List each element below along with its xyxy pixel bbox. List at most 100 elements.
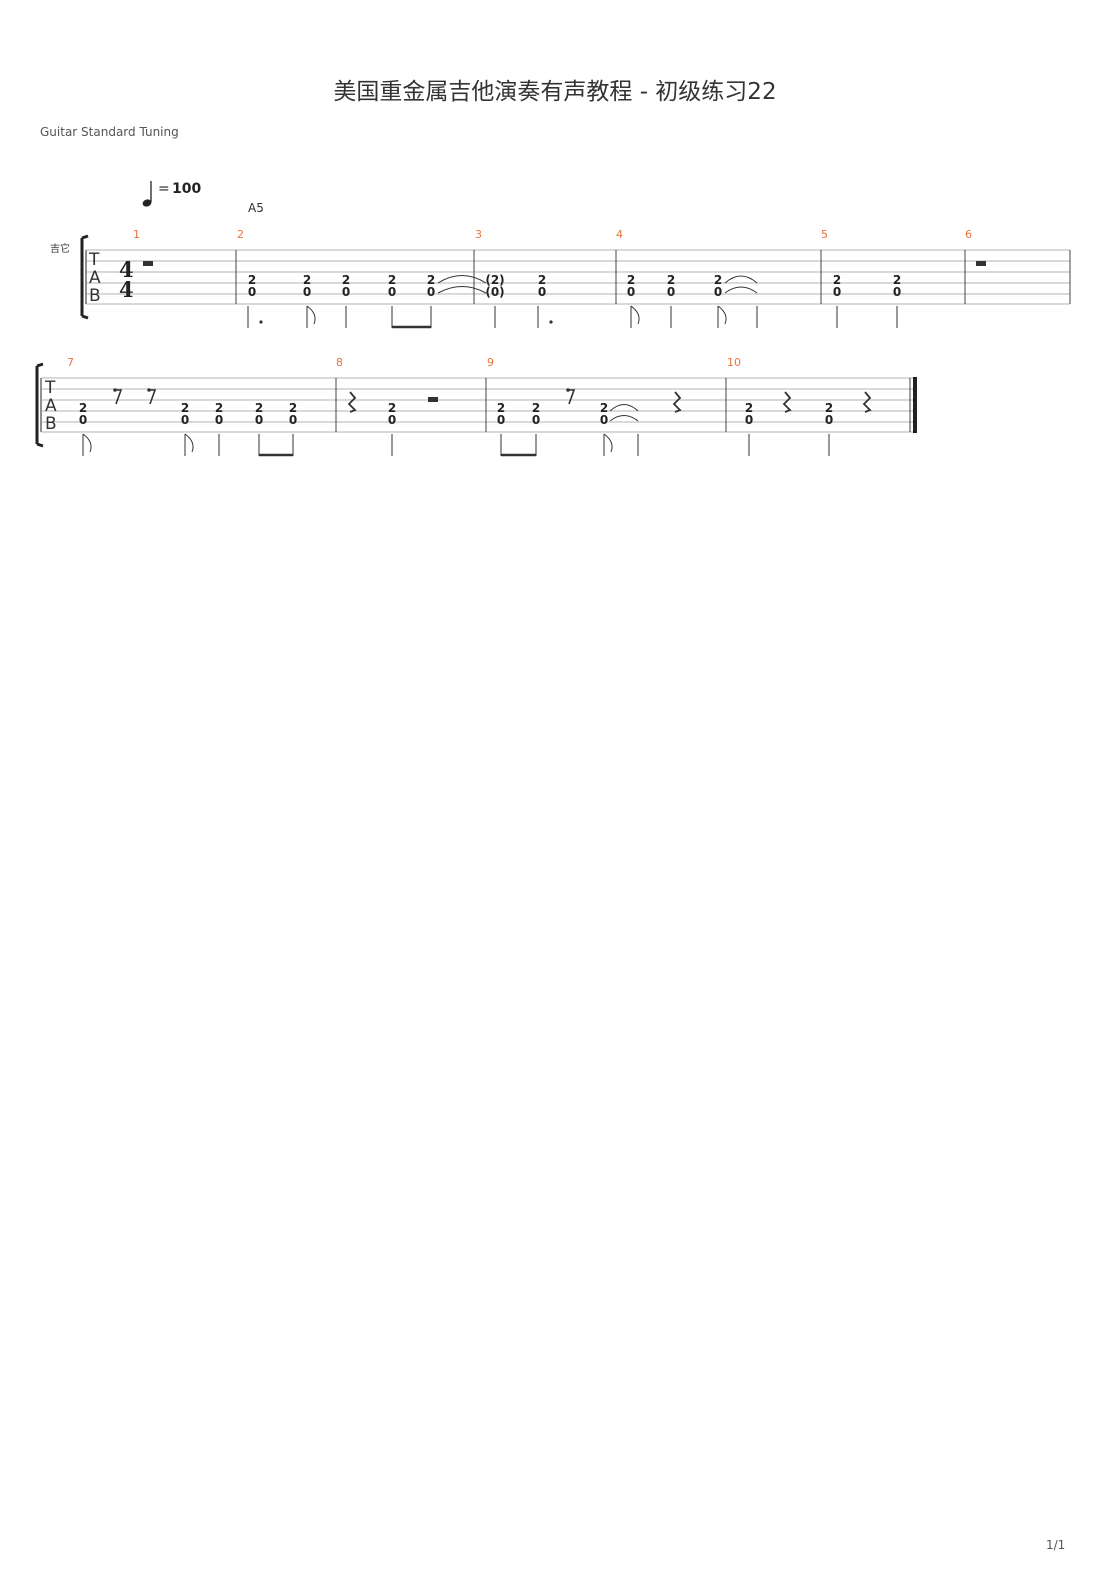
instrument-name: 吉它 [50,242,70,255]
fret-number: 0 [893,285,901,299]
tab-letter-t: T [44,378,56,398]
measure-number: 5 [821,228,828,241]
fret-number: 0 [667,285,675,299]
system-1: 吉它 T A B 4 4 1 2 3 [50,228,1071,329]
final-barline [913,377,917,433]
measure-9-notes: 2 0 2 0 2 0 [497,401,608,427]
barlines [335,378,911,432]
chord-name: A5 [248,201,264,215]
dot-icon [549,320,553,324]
page-number: 1/1 [1046,1538,1066,1552]
fret-number: 2 [248,273,256,287]
tie-arc [609,404,639,412]
fret-number: 0 [388,413,396,427]
measure-4-notes: 2 0 2 0 2 0 [627,273,722,299]
tie-arc [724,275,758,284]
fret-number: 2 [388,273,396,287]
fret-number: 2 [497,401,505,415]
eighth-rest-icon [148,389,157,405]
fret-number: 0 [255,413,263,427]
tab-letter-b: B [45,414,57,434]
measure-number: 3 [475,228,482,241]
fret-number: 2 [388,401,396,415]
fret-number: 0 [427,285,435,299]
fret-number: 2 [825,401,833,415]
tie-arc [724,286,758,294]
eighth-rest-icon [567,389,576,405]
fret-number: 2 [255,401,263,415]
fret-number: 2 [745,401,753,415]
fret-number: 2 [289,401,297,415]
quarter-rest-icon [862,391,872,413]
fret-number: 2 [893,273,901,287]
eighth-rest-icon [114,389,123,405]
tempo-bpm: 100 [172,181,201,197]
fret-number: 2 [627,273,635,287]
fret-number: 0 [79,413,87,427]
half-rest-icon [428,397,438,402]
fret-number: 0 [248,285,256,299]
measure-5-notes: 2 0 2 0 [833,273,901,299]
fret-number: 2 [538,273,546,287]
tempo-equals: = [158,181,170,197]
quarter-rest-icon [672,391,682,413]
time-signature-top: 4 [119,257,134,282]
measure-number: 10 [727,356,741,369]
tie-arc [437,286,487,294]
measure-3-notes: (2) (0) 2 0 [485,273,546,299]
measure-number: 2 [237,228,244,241]
system-bracket [80,234,89,320]
fret-number: 0 [289,413,297,427]
score-title: 美国重金属吉他演奏有声教程 - 初级练习22 [333,79,777,105]
fret-number: 0 [825,413,833,427]
measure-number: 7 [67,356,74,369]
dot-icon [259,320,263,324]
fret-number: 0 [303,285,311,299]
tab-letter-b: B [89,286,101,306]
fret-number: 2 [342,273,350,287]
staff-lines [41,377,916,433]
fret-number: 2 [714,273,722,287]
fret-number: 0 [532,413,540,427]
fret-number: 2 [303,273,311,287]
fret-number: 0 [181,413,189,427]
tab-letter-t: T [88,250,100,270]
fret-number: 2 [79,401,87,415]
measure-number: 9 [487,356,494,369]
fret-number: 2 [181,401,189,415]
fret-number-tied: (2) [485,273,504,287]
quarter-rest-icon [347,391,357,413]
barlines [235,250,1071,304]
whole-rest-icon [143,261,153,266]
fret-number: 0 [627,285,635,299]
fret-number: 0 [215,413,223,427]
fret-number: 0 [745,413,753,427]
tie-arc [437,275,487,284]
measure-number: 4 [616,228,623,241]
fret-number: 0 [833,285,841,299]
fret-number: 0 [600,413,608,427]
rhythm-stems [247,305,898,329]
tuning-label: Guitar Standard Tuning [40,125,179,139]
measure-number: 8 [336,356,343,369]
measure-number: 6 [965,228,972,241]
rhythm-stems [82,433,830,457]
staff-lines [86,249,1070,305]
fret-number: 2 [600,401,608,415]
whole-rest-icon [976,261,986,266]
fret-number: 2 [667,273,675,287]
fret-number-tied: (0) [485,285,504,299]
measure-2-notes: 2 0 2 0 2 0 2 0 2 0 [248,273,435,299]
fret-number: 0 [714,285,722,299]
fret-number: 0 [538,285,546,299]
tempo-marking: = 100 [142,181,201,207]
system-2: T A B 7 8 9 10 2 0 2 0 2 0 2 0 2 0 [35,356,917,457]
fret-number: 2 [833,273,841,287]
fret-number: 0 [497,413,505,427]
fret-number: 2 [427,273,435,287]
fret-number: 0 [388,285,396,299]
tab-letter-a: A [89,268,101,288]
fret-number: 0 [342,285,350,299]
time-signature-bottom: 4 [119,277,134,302]
